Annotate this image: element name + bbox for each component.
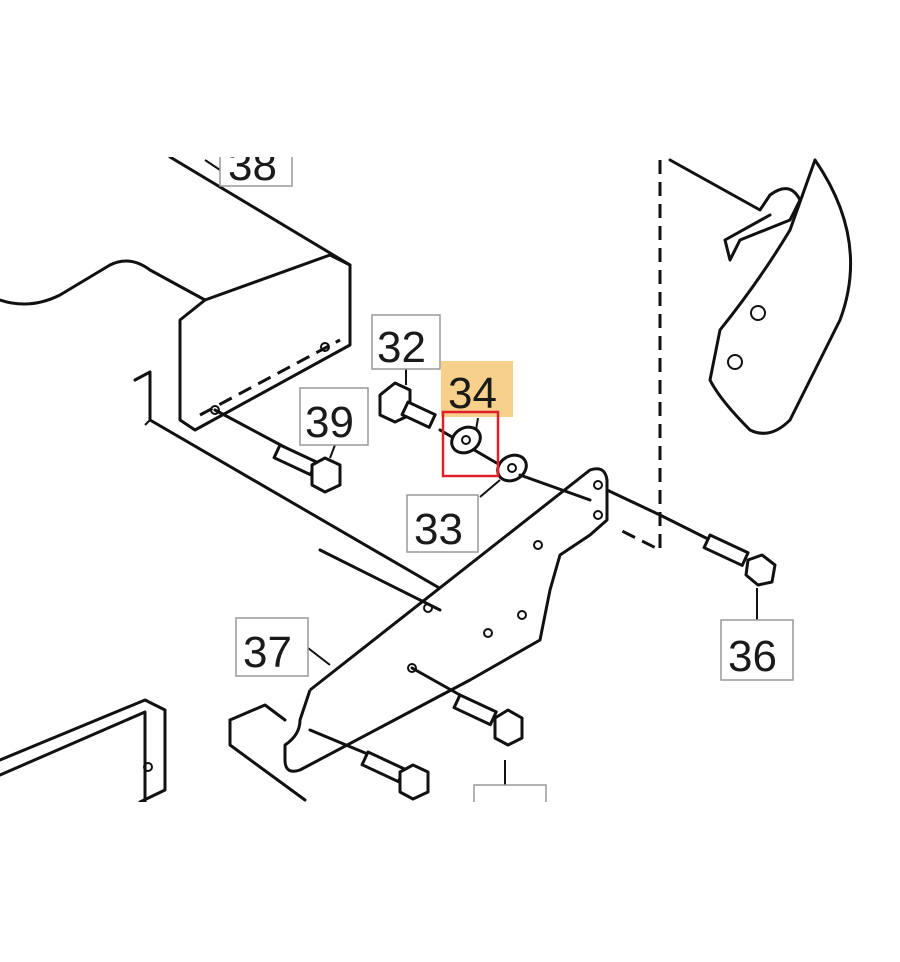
callout-36[interactable]: 36 — [720, 619, 794, 681]
callout-38-bottom[interactable]: 38 — [473, 784, 547, 844]
hinge-part — [619, 158, 853, 553]
bolt-lower-left — [308, 728, 430, 801]
callout-39[interactable]: 39 — [299, 387, 369, 447]
callout-34-highlighted[interactable]: 34 — [441, 361, 513, 418]
callout-label: 37 — [243, 628, 292, 677]
callout-33[interactable]: 33 — [406, 494, 479, 554]
callout-32[interactable]: 32 — [371, 314, 441, 372]
callout-label: 33 — [414, 505, 463, 554]
bolt-39 — [213, 408, 342, 494]
selection-box — [441, 410, 500, 478]
callout-label: 36 — [728, 632, 777, 681]
callout-label: 39 — [305, 398, 354, 447]
callout-label: 38 — [481, 795, 530, 844]
bolt-lower-right — [410, 666, 524, 747]
callout-label: 34 — [448, 369, 497, 418]
bracket-37 — [228, 467, 662, 802]
callout-38-top[interactable]: 38 — [219, 140, 293, 190]
washer-34 — [450, 425, 482, 455]
callout-37[interactable]: 37 — [235, 617, 309, 677]
frame-lower — [0, 698, 167, 802]
callout-label: 38 — [228, 141, 277, 190]
callout-label: 32 — [377, 323, 426, 372]
bolt-36 — [658, 513, 777, 587]
